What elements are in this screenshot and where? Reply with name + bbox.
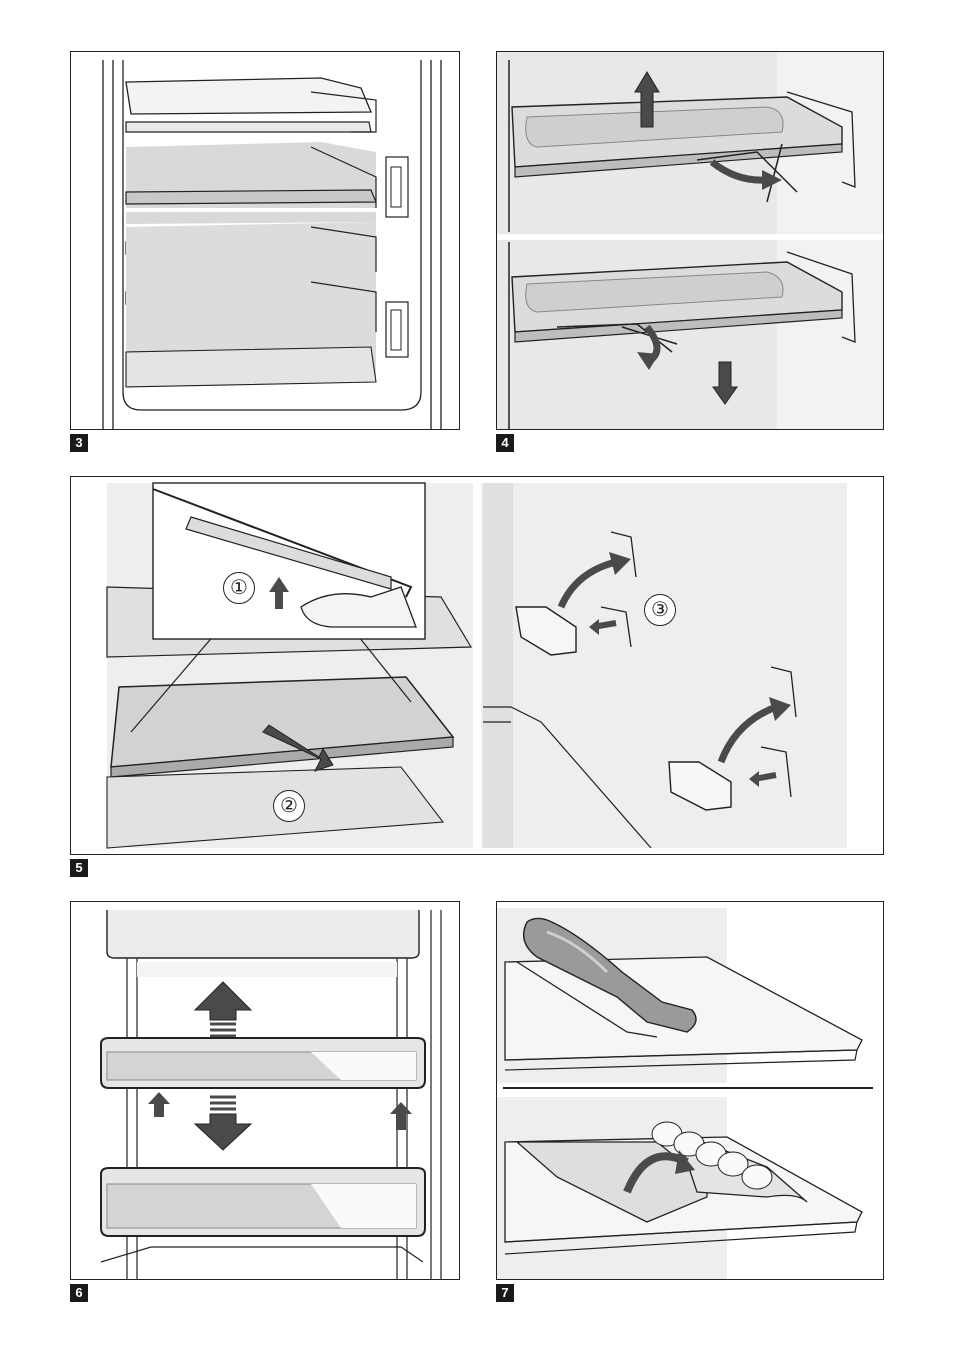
figure-4-number: 4	[496, 434, 514, 452]
figure-5-number: 5	[70, 859, 88, 877]
figure-4-panel	[496, 51, 884, 430]
figure-5-panel: ① ② ③	[70, 476, 884, 855]
callout-2: ②	[273, 790, 305, 822]
figure-6-illustration	[71, 902, 459, 1279]
figure-3-panel	[70, 51, 460, 430]
figure-6-number: 6	[70, 1284, 88, 1302]
figure-5-illustration	[71, 477, 883, 854]
figure-3-illustration	[71, 52, 459, 429]
figure-7-illustration	[497, 902, 883, 1279]
figure-7-number: 7	[496, 1284, 514, 1302]
figure-6-panel	[70, 901, 460, 1280]
figure-3-number: 3	[70, 434, 88, 452]
figure-4-illustration	[497, 52, 883, 429]
callout-3: ③	[644, 594, 676, 626]
figure-7-panel	[496, 901, 884, 1280]
callout-1: ①	[223, 572, 255, 604]
